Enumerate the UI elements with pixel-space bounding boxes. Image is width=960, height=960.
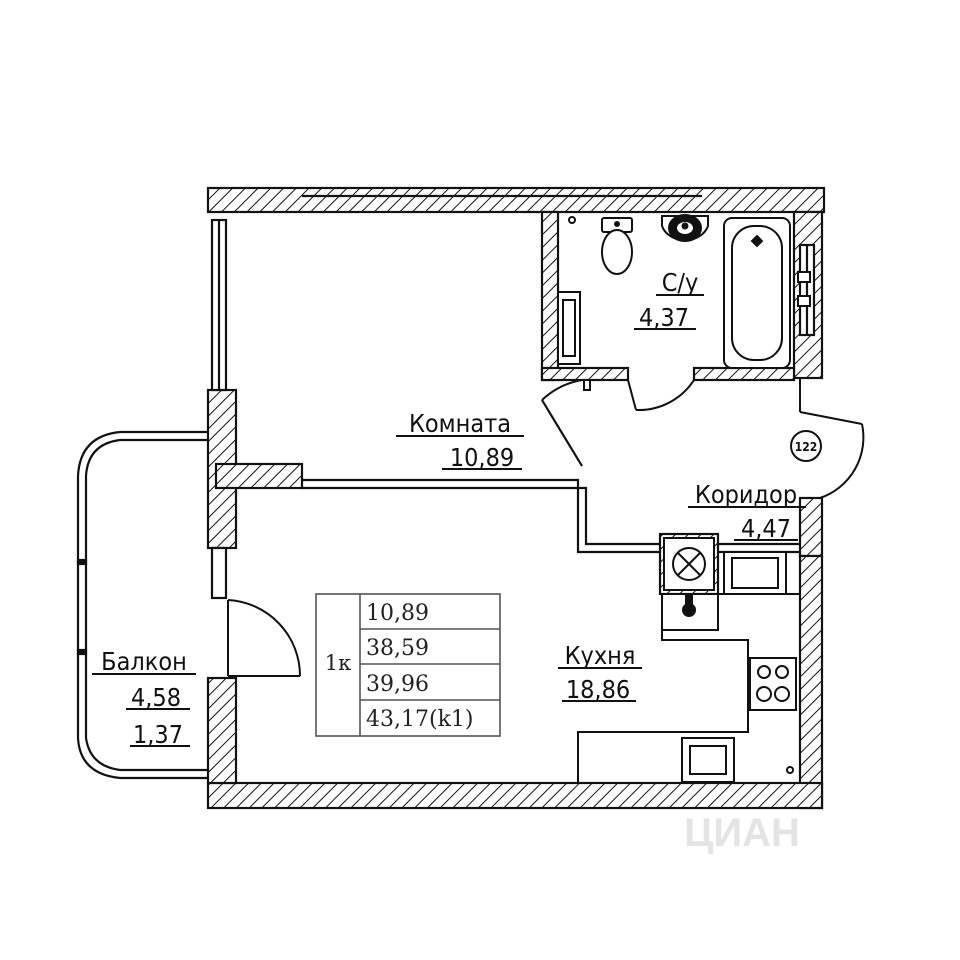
washer-icon	[557, 291, 581, 365]
room-area-komnata: 10,89	[450, 443, 514, 472]
wall-partition-stub	[214, 462, 304, 490]
wall-top	[206, 186, 826, 214]
summary-area-with-balcony: 39,96	[366, 672, 429, 697]
apartment-type: 1к	[325, 651, 352, 675]
area-summary-table	[315, 593, 501, 737]
apartment-number: 122	[795, 440, 818, 454]
room-name-kukhnya: Кухня	[565, 641, 636, 670]
summary-area-coef: 43,17(k1)	[366, 707, 473, 732]
wall-bath-bottom-a	[540, 366, 630, 382]
watermark: ЦИАН	[684, 811, 800, 855]
room-name-su: С/у	[662, 268, 699, 297]
wall-bath-left	[540, 210, 560, 382]
apartment-number-marker: 122	[790, 430, 822, 462]
kitchen-fixtures	[577, 537, 800, 783]
room-name-balkon: Балкон	[101, 647, 187, 676]
room-area-balkon: 4,58	[131, 683, 181, 712]
room-name-koridor: Коридор	[695, 480, 797, 509]
room-label-kukhnya: Кухня 18,86	[558, 641, 642, 704]
sink-icon	[661, 214, 709, 242]
balcony	[76, 430, 208, 780]
stove-icon	[749, 657, 797, 711]
partitions	[210, 194, 816, 600]
summary-total-area: 38,59	[366, 636, 429, 661]
room-label-su: С/у 4,37	[634, 268, 704, 332]
kitchen-sink-icon	[661, 593, 719, 631]
wall-bath-bottom-b	[692, 366, 796, 382]
bathroom-fixtures	[557, 214, 811, 391]
vent-icon	[663, 537, 715, 591]
room-label-balkon: Балкон 4,58 1,37	[92, 647, 196, 749]
room-area-kukhnya: 18,86	[566, 675, 630, 704]
wall-left-b	[206, 676, 238, 785]
room-label-komnata: Комната 10,89	[396, 409, 524, 472]
room-area-su: 4,37	[639, 303, 689, 332]
summary-living-area: 10,89	[366, 601, 429, 626]
toilet-icon	[601, 217, 633, 275]
room-area-koridor: 4,47	[741, 514, 791, 543]
doors	[227, 378, 865, 677]
bathtub-icon	[723, 217, 791, 369]
room-area-coef-balkon: 1,37	[133, 720, 183, 749]
room-label-koridor: Коридор 4,47	[688, 480, 806, 543]
wall-right-lower	[798, 554, 824, 810]
room-name-komnata: Комната	[409, 409, 511, 438]
oven-icon	[681, 737, 735, 783]
wall-bottom	[206, 781, 824, 810]
